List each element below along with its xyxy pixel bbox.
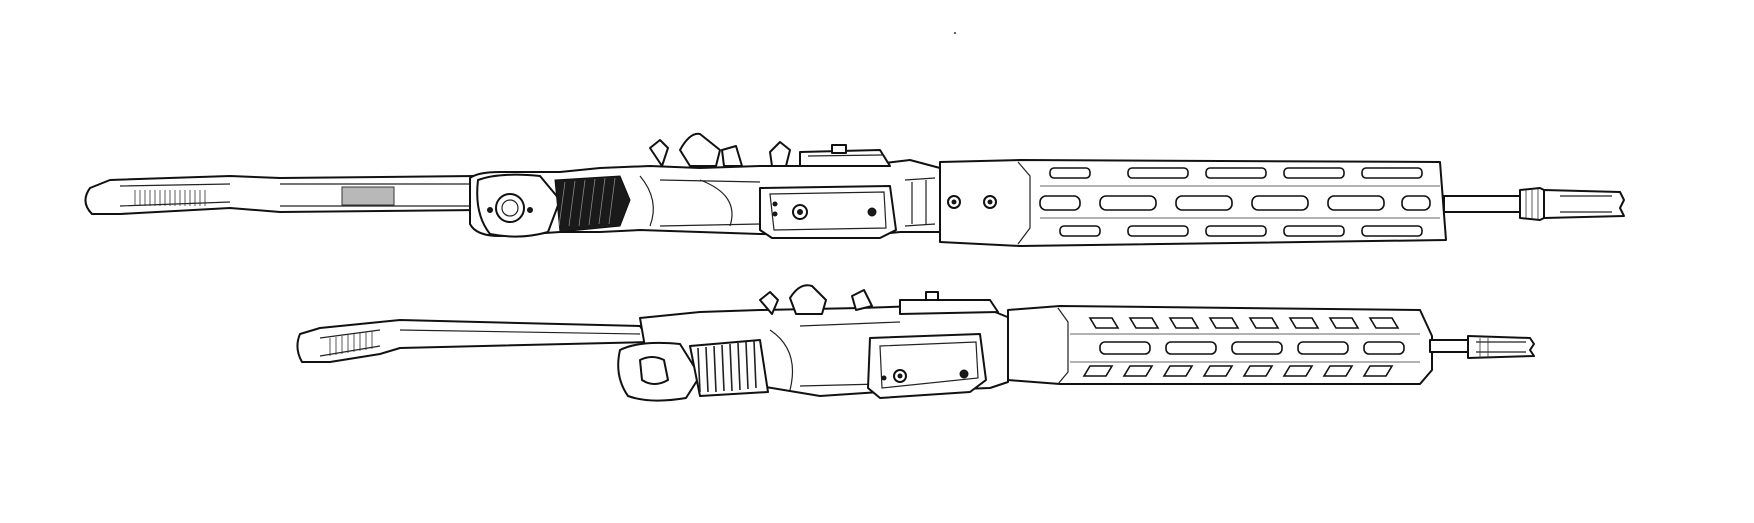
barrel-bottom [1429,335,1535,359]
receiver-top [469,132,949,239]
handguard-top [939,159,1447,247]
rifle-top-view [84,132,1625,247]
stock-arm-bottom [296,319,651,363]
barrel-top [1443,187,1625,221]
stock-arm-top [84,175,481,215]
handguard-bottom [1007,305,1433,385]
receiver-bottom [617,284,1011,402]
rifle-angled-view [296,284,1535,402]
stray-dot [954,32,956,34]
stock-highlight-patch [341,186,395,206]
